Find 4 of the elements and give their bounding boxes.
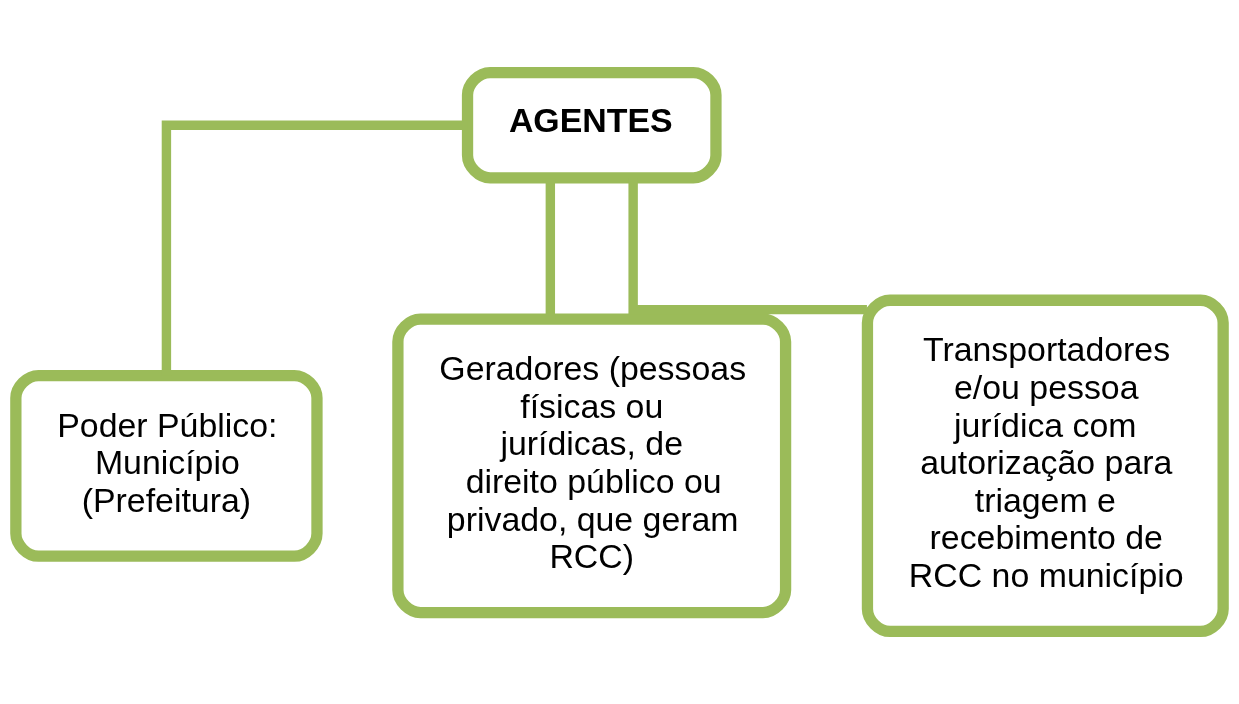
node-box: Transportadores e/ou pessoa jurídica com autorização para triagem e recebimento de RCC no município (861, 294, 1229, 638)
node-box: Poder Público: Município (Prefeitura) (10, 369, 323, 562)
node-box: Geradores (pessoas físicas ou jurídicas, de direito público ou privado, que geram RCC) (392, 313, 792, 619)
node-box: AGENTES (461, 66, 722, 184)
